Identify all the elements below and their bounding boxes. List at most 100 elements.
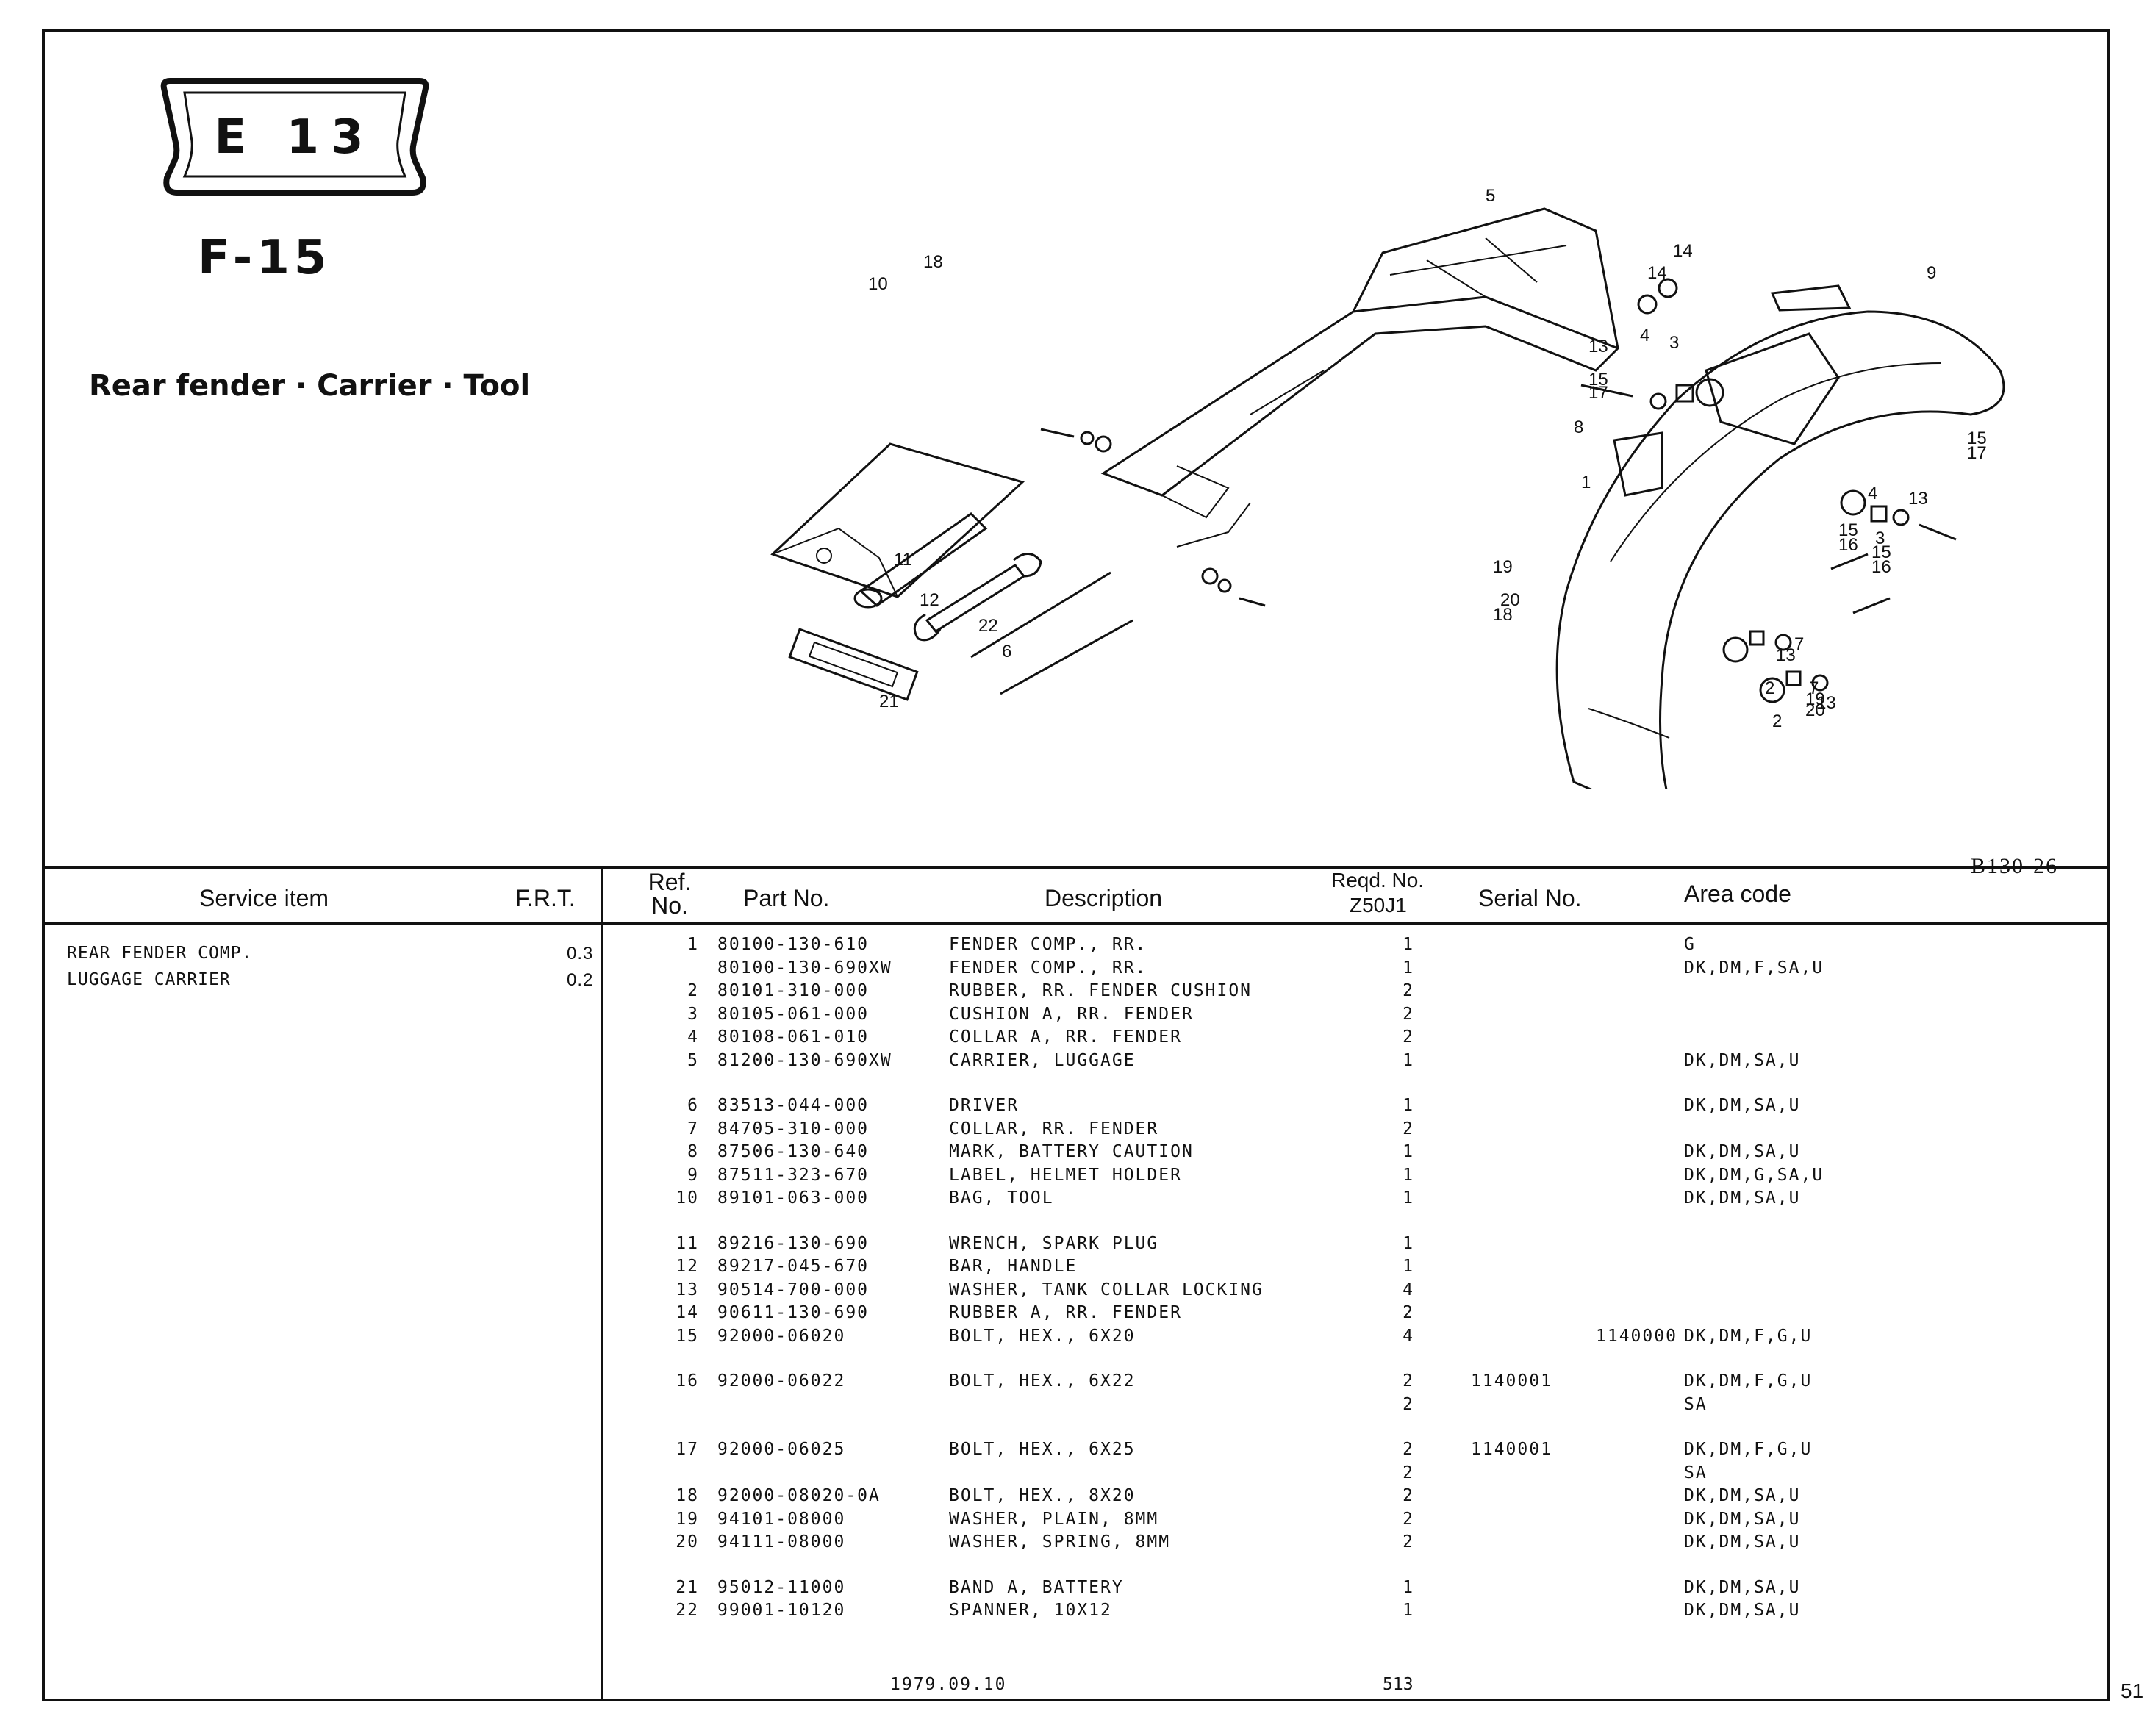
table-header: Service item F.R.T. Ref. No. Part No. De…: [45, 869, 2107, 925]
part-ref: 14: [676, 1303, 699, 1322]
part-ref: 9: [687, 1165, 699, 1185]
callout-number: 20: [1500, 590, 1520, 610]
part-area-code: DK,DM,F,G,U: [1684, 1326, 1813, 1346]
part-description: SPANNER, 10X12: [949, 1601, 1112, 1620]
part-ref: 10: [676, 1188, 699, 1208]
col-ref-no: Ref. No.: [648, 869, 692, 919]
part-description: BOLT, HEX., 6X25: [949, 1440, 1136, 1459]
callout-number: 7: [1794, 634, 1804, 654]
part-number: 83513-044-000: [717, 1096, 870, 1115]
service-item-frt: 0.3: [567, 944, 594, 964]
part-description: FENDER COMP., RR.: [949, 958, 1147, 978]
part-number: 80101-310-000: [717, 981, 870, 1000]
part-qty: 1: [1403, 935, 1414, 954]
part-ref: 19: [676, 1509, 699, 1529]
part-area-code: DK,DM,G,SA,U: [1684, 1165, 1824, 1185]
callout-number: 5: [1486, 186, 1495, 206]
column-divider: [601, 869, 603, 1701]
callout-number: 7: [1809, 678, 1819, 698]
part-description: CARRIER, LUGGAGE: [949, 1050, 1136, 1070]
part-ref: 21: [676, 1577, 699, 1597]
part-area-code: SA: [1684, 1463, 1708, 1482]
part-number: 80105-061-000: [717, 1004, 870, 1024]
part-ref: 4: [687, 1027, 699, 1047]
part-number: 80108-061-010: [717, 1027, 870, 1047]
part-ref: 2: [687, 981, 699, 1000]
part-qty: 2: [1403, 1303, 1414, 1322]
callout-number: 3: [1875, 528, 1885, 548]
part-qty: 1: [1403, 1577, 1414, 1597]
part-area-code: DK,DM,F,G,U: [1684, 1371, 1813, 1391]
callout-number: 21: [879, 692, 899, 711]
part-area-code: DK,DM,SA,U: [1684, 1601, 1801, 1620]
service-item-row: REAR FENDER COMP.0.3: [67, 944, 640, 970]
part-qty: 4: [1403, 1280, 1414, 1299]
part-description: WASHER, TANK COLLAR LOCKING: [949, 1280, 1264, 1299]
part-area-code: DK,DM,SA,U: [1684, 1096, 1801, 1115]
part-number: 92000-06025: [717, 1440, 846, 1459]
callout-number: 19: [1805, 689, 1825, 709]
part-ref: 20: [676, 1532, 699, 1552]
footer-code: 513: [1383, 1675, 1414, 1694]
callout-number: 12: [920, 590, 939, 610]
part-ref: 16: [676, 1371, 699, 1391]
callout-number: 19: [1493, 557, 1513, 577]
part-description: BOLT, HEX., 6X20: [949, 1326, 1136, 1346]
part-area-code: DK,DM,SA,U: [1684, 1142, 1801, 1161]
part-area-code: G: [1684, 935, 1696, 954]
part-description: RUBBER, RR. FENDER CUSHION: [949, 981, 1253, 1000]
part-number: 92000-06020: [717, 1326, 846, 1346]
part-ref: 5: [687, 1050, 699, 1070]
spark-plug-wrench: [853, 512, 988, 609]
part-ref: 22: [676, 1601, 699, 1620]
part-description: RUBBER A, RR. FENDER: [949, 1303, 1182, 1322]
part-number: 89216-130-690: [717, 1233, 870, 1253]
part-number: 84705-310-000: [717, 1119, 870, 1138]
part-qty: 1: [1403, 1233, 1414, 1253]
luggage-carrier: [1100, 207, 1620, 548]
part-description: LABEL, HELMET HOLDER: [949, 1165, 1182, 1185]
part-qty: 1: [1403, 958, 1414, 978]
callout-number: 13: [1776, 645, 1796, 665]
figure-code: B130-26: [1971, 854, 2058, 878]
callout-number: 18: [923, 252, 943, 272]
callout-number: 16: [1838, 535, 1858, 555]
part-area-code: DK,DM,SA,U: [1684, 1532, 1801, 1552]
part-qty: 1: [1403, 1165, 1414, 1185]
callout-number: 18: [1493, 605, 1513, 625]
part-area-code: DK,DM,F,G,U: [1684, 1440, 1813, 1459]
section-title: Rear fender · Carrier · Tool: [89, 369, 531, 403]
col-serial-no: Serial No.: [1478, 885, 1582, 911]
callout-number: 16: [1871, 557, 1891, 577]
print-date: 1979.09.10: [890, 1675, 1007, 1694]
col-part-no: Part No.: [743, 885, 830, 911]
callout-number: 1: [1581, 473, 1591, 492]
part-description: WRENCH, SPARK PLUG: [949, 1233, 1159, 1253]
part-area-code: DK,DM,SA,U: [1684, 1577, 1801, 1597]
battery-band: [788, 628, 919, 701]
callout-number: 15: [1588, 370, 1608, 390]
callout-number: 22: [978, 616, 998, 636]
part-serial-from: 1140000: [1596, 1326, 1677, 1346]
callout-number: 11: [894, 550, 912, 570]
spanner: [913, 553, 1042, 642]
part-area-code: DK,DM,F,SA,U: [1684, 958, 1824, 978]
callout-number: 15: [1838, 520, 1858, 540]
part-ref: 1: [687, 935, 699, 954]
part-serial: 1140001: [1471, 1371, 1552, 1391]
section-badge: [160, 78, 429, 196]
part-qty: 2: [1403, 1532, 1414, 1552]
